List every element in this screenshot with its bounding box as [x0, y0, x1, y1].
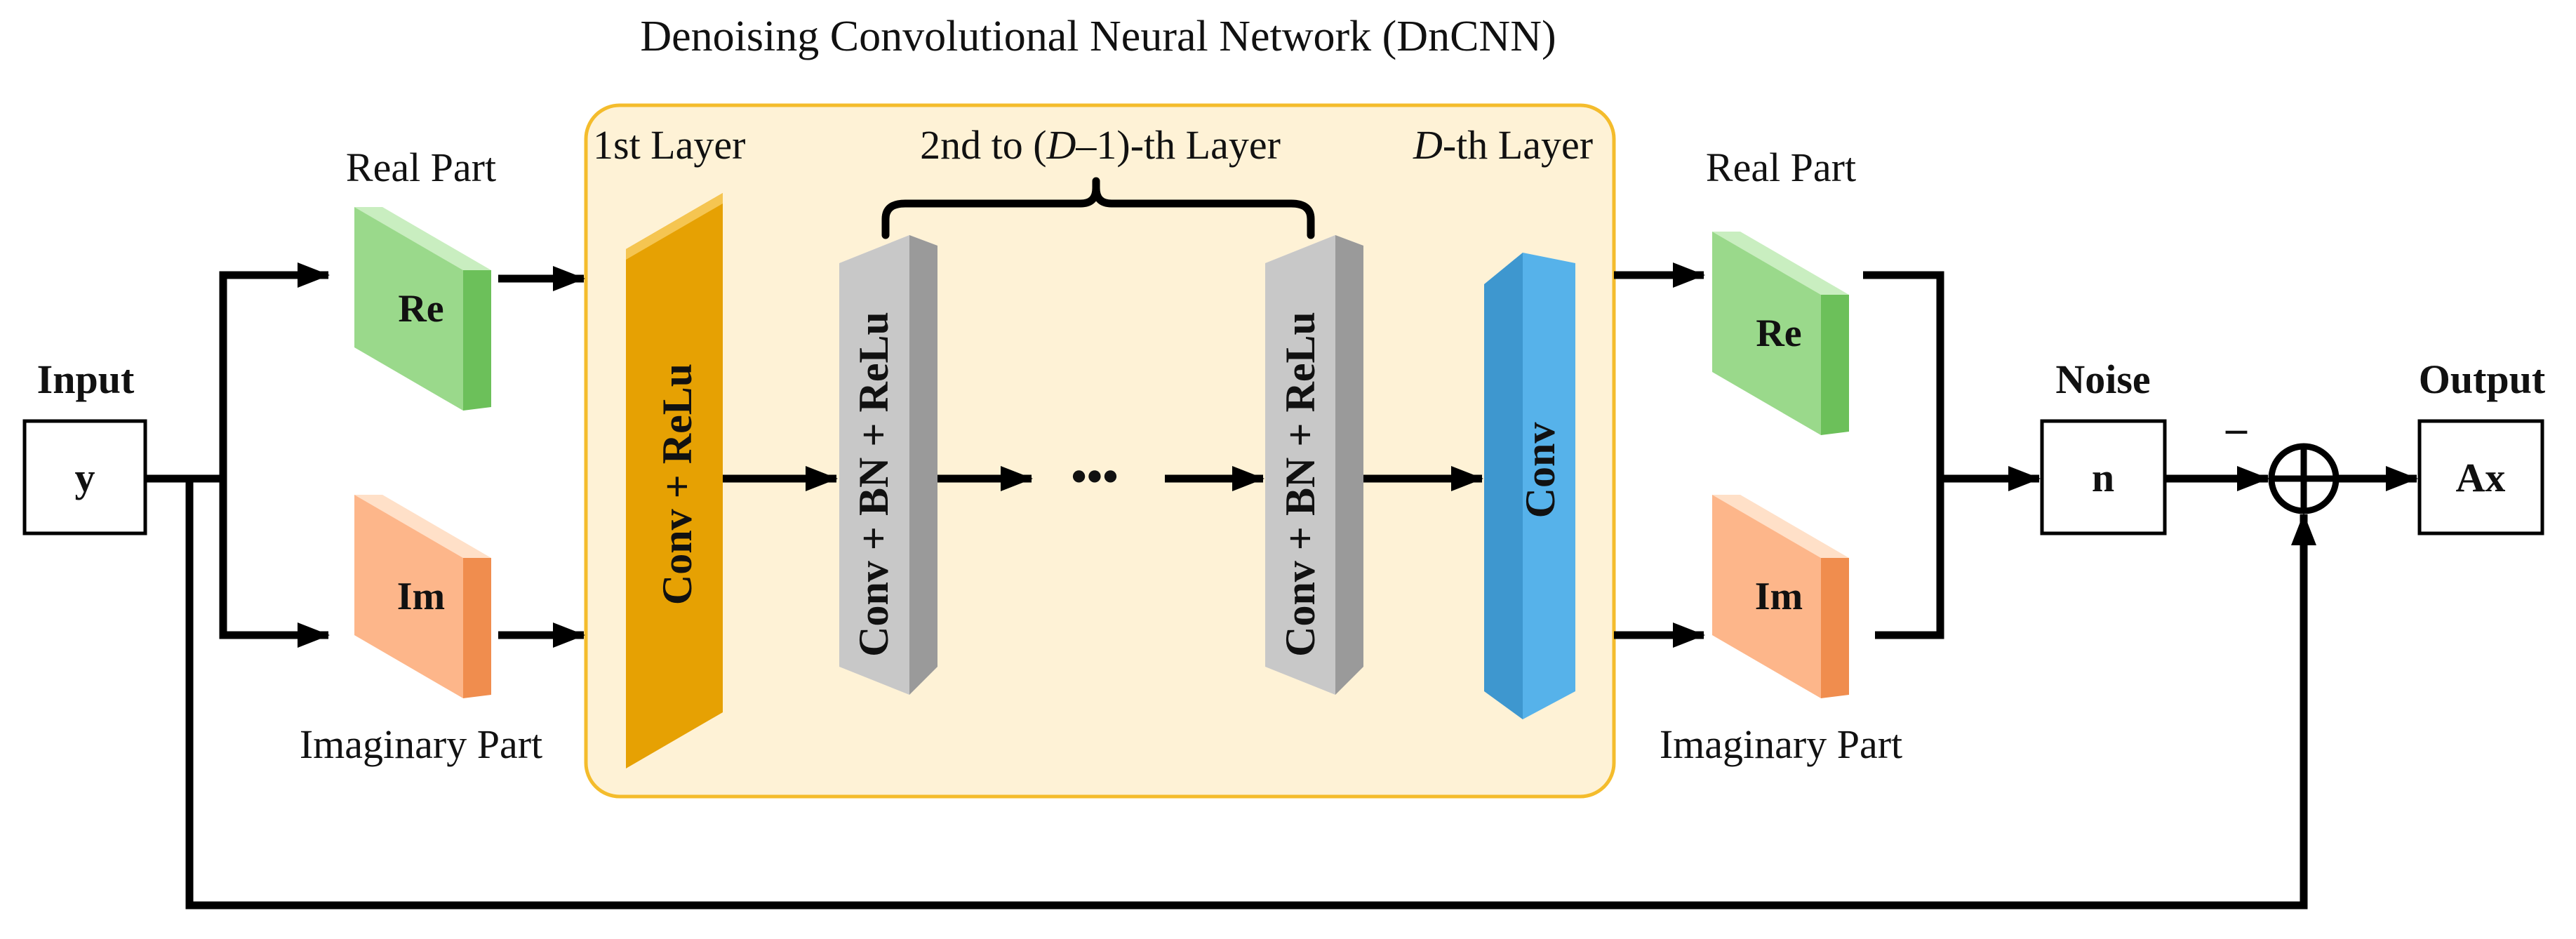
- connectors: [145, 262, 2418, 910]
- conv-relu-text: Conv + ReLu: [654, 364, 700, 605]
- sum-node-icon: [2268, 443, 2340, 514]
- input-to-imag-arrow: [219, 479, 330, 648]
- diagram-title: Denoising Convolutional Neural Network (…: [640, 13, 1556, 60]
- input-box: [22, 419, 147, 535]
- split-re-text: Re: [398, 287, 443, 331]
- merge-im-block: [1712, 495, 1849, 698]
- merge-imag-label: Imaginary Part: [1660, 721, 1902, 767]
- split-im-text: Im: [397, 575, 445, 618]
- merge-bracket: [1863, 271, 1944, 639]
- split-real-label: Real Part: [346, 145, 496, 190]
- conv-bn-relu-text-1: Conv + BN + ReLu: [850, 312, 897, 657]
- output-heading: Output: [2419, 357, 2546, 402]
- merge-real-label: Real Part: [1706, 145, 1856, 190]
- middle-layers-brace: [881, 177, 1315, 239]
- split-imag-label: Imaginary Part: [300, 721, 542, 767]
- ellipsis: •••: [1071, 451, 1118, 501]
- middle-layer-label: 2nd to (D–1)-th Layer: [920, 122, 1281, 168]
- skip-connection-arrow: [185, 479, 2316, 910]
- conv-layer: [1484, 253, 1575, 719]
- noise-heading: Noise: [2055, 357, 2150, 402]
- conv-text: Conv: [1517, 422, 1563, 519]
- input-to-real-arrow: [145, 262, 330, 483]
- conv-bn-relu-text-2: Conv + BN + ReLu: [1277, 312, 1323, 657]
- merge-im-text: Im: [1755, 575, 1803, 618]
- merge-re-text: Re: [1756, 312, 1801, 355]
- noise-value: n: [2092, 455, 2114, 500]
- input-heading: Input: [37, 357, 135, 402]
- first-layer-label: 1st Layer: [593, 122, 745, 168]
- input-value: y: [75, 455, 95, 500]
- split-re-block: [354, 207, 491, 411]
- last-layer-label: D-th Layer: [1413, 122, 1593, 168]
- split-im-block: [354, 495, 491, 698]
- noise-box: [2040, 419, 2167, 535]
- conv-bn-relu-block-2: [1265, 235, 1363, 695]
- output-value: Ax: [2456, 455, 2506, 500]
- minus-sign: –: [2225, 405, 2248, 451]
- output-box: [2417, 419, 2544, 535]
- conv-bn-relu-block-1: [839, 235, 937, 695]
- conv-relu-layer: [626, 193, 723, 768]
- merge-re-block: [1712, 232, 1849, 435]
